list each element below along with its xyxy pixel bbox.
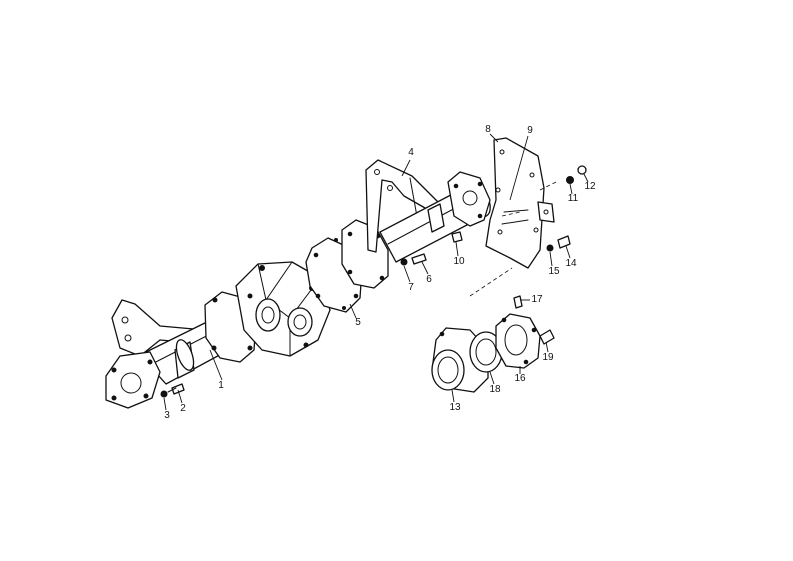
callout-16: 16 — [514, 373, 526, 384]
callout-8: 8 — [485, 124, 491, 135]
leader-12 — [583, 173, 589, 183]
callout-9: 9 — [527, 125, 533, 136]
leader-10 — [455, 241, 459, 257]
cap-12 — [577, 165, 587, 175]
callout-19: 19 — [542, 352, 554, 363]
leader-9 — [509, 135, 529, 201]
leader-13 — [451, 389, 455, 403]
bolt-19 — [539, 329, 555, 345]
callout-7: 7 — [408, 282, 414, 293]
nut-11 — [566, 176, 574, 184]
bolt-6 — [411, 253, 427, 265]
leader-2 — [177, 389, 183, 404]
callout-2: 2 — [180, 403, 186, 414]
right-collar — [427, 203, 445, 233]
left-end-flange — [105, 351, 161, 409]
leader-14 — [565, 245, 571, 259]
leader-11 — [569, 183, 573, 195]
callout-17: 17 — [531, 294, 543, 305]
bolt-10 — [451, 231, 463, 243]
callout-4: 4 — [408, 147, 414, 158]
callout-15: 15 — [548, 266, 560, 277]
leader-6 — [421, 261, 429, 275]
leader-8 — [489, 133, 499, 143]
callout-11: 11 — [567, 193, 579, 204]
nut-7 — [400, 258, 408, 266]
alignment-line-2 — [539, 181, 557, 191]
callout-13: 13 — [449, 402, 461, 413]
gearbox-housing — [235, 261, 331, 357]
callout-12: 12 — [584, 181, 596, 192]
left-collar — [174, 339, 195, 379]
bolt-17 — [513, 295, 523, 309]
seal-ring — [469, 331, 503, 373]
leader-15 — [549, 251, 553, 267]
leader-5 — [349, 303, 357, 319]
alignment-line-1 — [469, 267, 513, 297]
leader-19 — [545, 341, 549, 353]
leader-18 — [489, 371, 495, 385]
leader-3 — [163, 397, 167, 411]
bolt-2 — [167, 383, 185, 395]
bolt-14 — [557, 235, 571, 249]
side-plate — [485, 137, 555, 269]
leader-4 — [401, 159, 411, 177]
callout-18: 18 — [489, 384, 501, 395]
nut-3 — [160, 390, 168, 398]
right-mounting-bracket — [365, 159, 441, 253]
callout-1: 1 — [218, 380, 224, 391]
callout-5: 5 — [355, 317, 361, 328]
callout-10: 10 — [453, 256, 465, 267]
callout-6: 6 — [426, 274, 432, 285]
bearing-cover — [495, 313, 541, 369]
alignment-line-3 — [501, 211, 521, 217]
callout-14: 14 — [565, 258, 577, 269]
nut-15 — [546, 244, 554, 252]
leader-1 — [209, 349, 223, 381]
leader-7 — [403, 265, 411, 283]
right-end-flange — [447, 171, 491, 227]
callout-3: 3 — [164, 410, 170, 421]
